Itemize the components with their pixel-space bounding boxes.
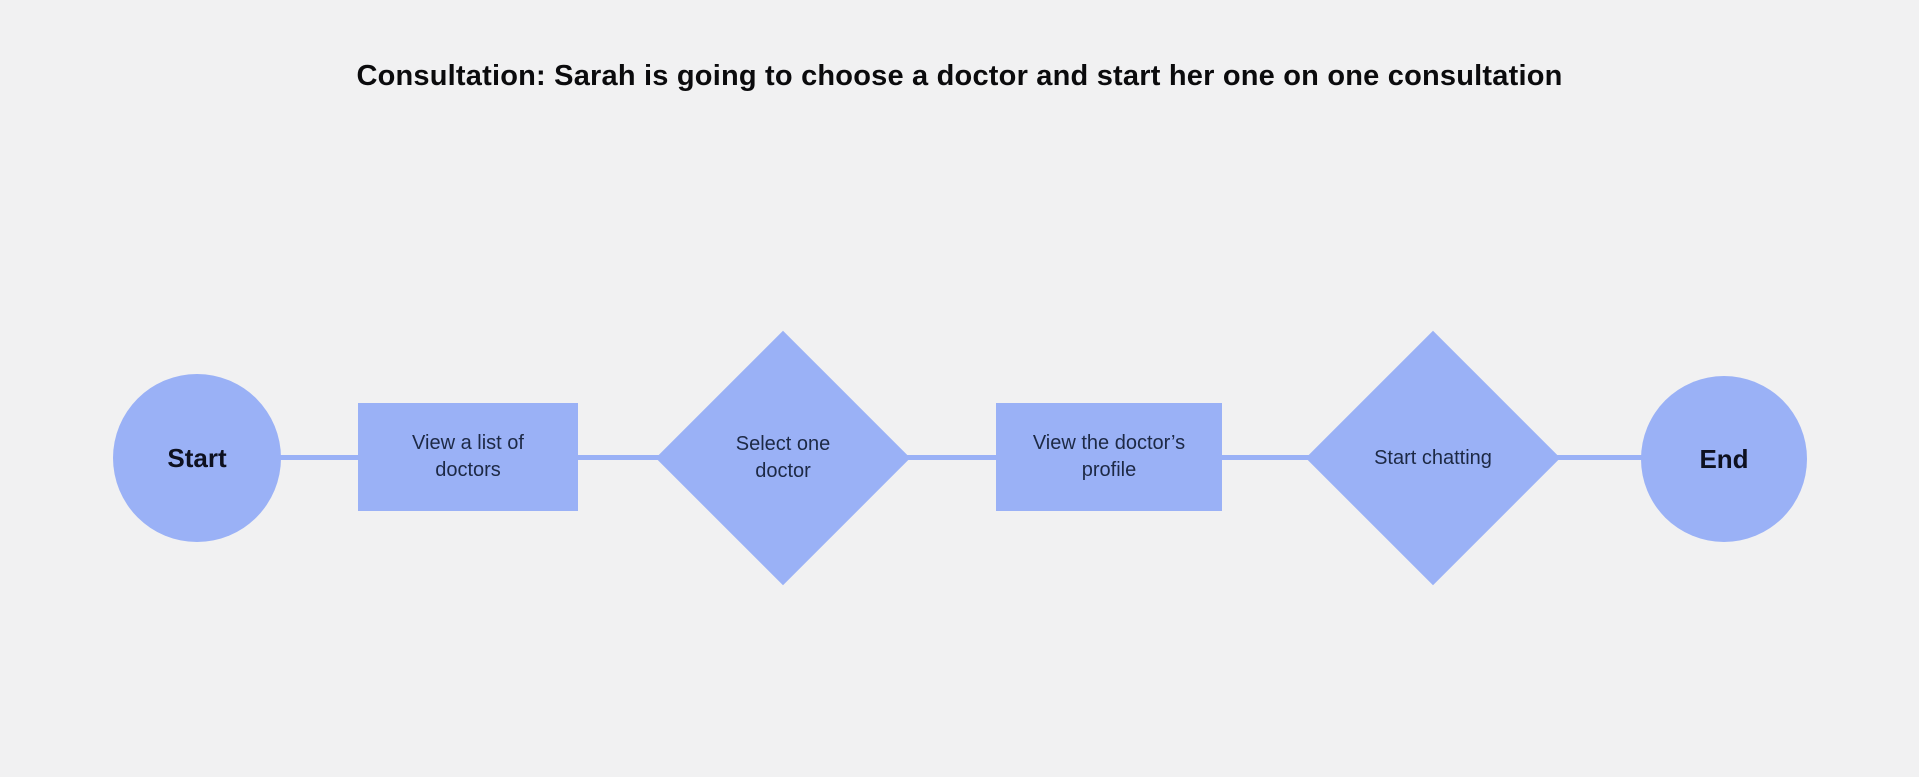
node-view-list-label: View a list of doctors bbox=[412, 432, 524, 481]
node-start-terminal: Start bbox=[113, 374, 281, 542]
node-end-terminal: End bbox=[1641, 376, 1807, 542]
connector-view-profile-to-start-chatting bbox=[1212, 455, 1314, 460]
node-end-label: End bbox=[1699, 443, 1749, 474]
node-view-profile-process: View the doctor’s profile bbox=[996, 403, 1222, 511]
diagram-title: Consultation: Sarah is going to choose a… bbox=[356, 60, 1563, 92]
node-select-doctor-decision: Select one doctor bbox=[655, 330, 911, 586]
node-view-list-process: View a list of doctors bbox=[358, 403, 578, 511]
connector-view-list-to-select-doctor bbox=[568, 455, 668, 460]
node-start-label: Start bbox=[167, 442, 227, 473]
node-select-doctor-label: Select one doctor bbox=[735, 433, 831, 482]
node-view-profile-label: View the doctor’s profile bbox=[1032, 432, 1186, 481]
node-start-chatting-decision: Start chatting bbox=[1305, 330, 1561, 586]
connector-select-doctor-to-view-profile bbox=[900, 455, 1006, 460]
node-start-chatting-label: Start chatting bbox=[1374, 446, 1492, 469]
connector-start-to-view-list bbox=[270, 455, 370, 460]
connector-start-chatting-to-end bbox=[1548, 455, 1650, 460]
